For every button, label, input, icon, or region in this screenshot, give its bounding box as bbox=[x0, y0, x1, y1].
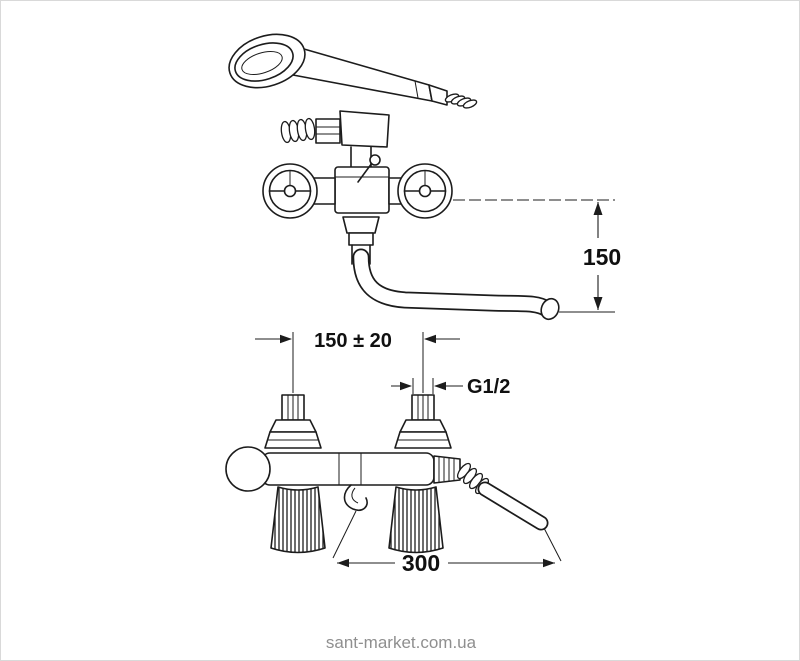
handset-tube bbox=[477, 481, 549, 531]
diverter-housing bbox=[339, 110, 390, 148]
arrowhead-up bbox=[593, 202, 603, 215]
dimension-inlet-centers: 150 ± 20 bbox=[255, 330, 460, 393]
handwheel-hub bbox=[418, 184, 432, 198]
front-view: 150 bbox=[228, 33, 621, 321]
handwheel-hub bbox=[283, 184, 297, 198]
spout-nut bbox=[342, 216, 380, 234]
body-barrel bbox=[261, 452, 435, 486]
hose-union-nut bbox=[315, 118, 341, 144]
handset-handle bbox=[292, 46, 433, 102]
dimension-150-label: 150 bbox=[583, 244, 621, 270]
arrowhead-left bbox=[424, 334, 436, 344]
shower-hose-coil bbox=[280, 117, 316, 144]
handset-spray-face bbox=[241, 50, 283, 76]
left-inlet bbox=[264, 394, 322, 449]
spout-outlet-tip bbox=[540, 297, 560, 321]
tub-spout bbox=[352, 248, 560, 321]
dimension-spout-drop: 150 bbox=[453, 199, 621, 313]
inlet-flange-upper bbox=[399, 419, 447, 433]
arrowhead-down bbox=[593, 297, 603, 310]
right-handwheel bbox=[397, 163, 453, 219]
left-handle-knurl bbox=[270, 486, 326, 554]
dimension-spout-length: 300 bbox=[332, 510, 562, 576]
left-handwheel bbox=[262, 163, 318, 219]
handset-head-inner bbox=[234, 42, 294, 82]
body-center-block bbox=[334, 166, 390, 214]
arrowhead-right bbox=[400, 381, 412, 391]
dimension-300-label: 300 bbox=[402, 550, 440, 576]
arrowhead-left bbox=[434, 381, 446, 391]
body-top bbox=[225, 446, 461, 492]
watermark-text: sant-market.com.ua bbox=[326, 633, 477, 652]
spout-connector bbox=[342, 216, 380, 265]
top-view: 150 ± 20 G1/2 bbox=[225, 330, 562, 576]
right-inlet bbox=[394, 394, 452, 449]
handle-ferrule-line bbox=[414, 80, 419, 99]
outlet-ribbed-nut bbox=[433, 455, 461, 484]
arrowhead-left bbox=[337, 558, 349, 568]
inlet-flange-upper bbox=[269, 419, 317, 433]
hose-cone-fitting bbox=[428, 84, 448, 106]
dimension-thread: G1/2 bbox=[391, 376, 510, 398]
arrowhead-right bbox=[543, 558, 555, 568]
handset-head-outer bbox=[228, 33, 306, 89]
center-spout-detail bbox=[343, 484, 368, 511]
diverter-assembly bbox=[315, 110, 390, 170]
thread-g12-label: G1/2 bbox=[467, 376, 510, 398]
shower-handset bbox=[228, 33, 478, 109]
hose-nipple-ribs bbox=[444, 93, 478, 109]
arrowhead-right bbox=[280, 334, 292, 344]
body-ball-end bbox=[225, 446, 271, 492]
dimension-150-20-label: 150 ± 20 bbox=[314, 330, 392, 352]
right-handle-knurl bbox=[388, 486, 444, 554]
diverter-knob bbox=[357, 154, 381, 183]
